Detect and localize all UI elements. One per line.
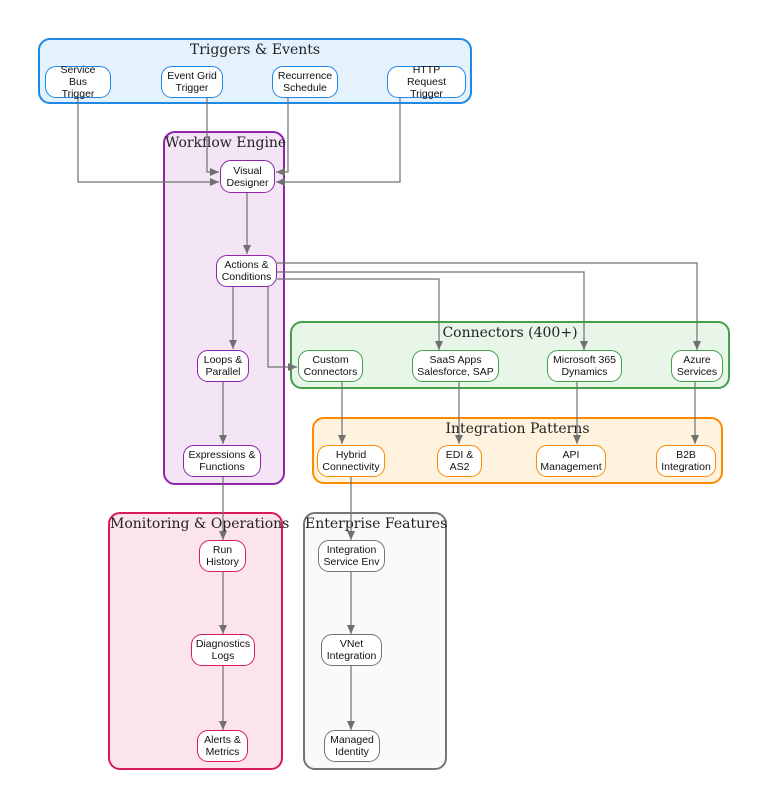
node-actions-conditions[interactable]: Actions & Conditions [216, 255, 277, 287]
node-hybrid-connectivity[interactable]: Hybrid Connectivity [317, 445, 385, 477]
node-integration-service-env[interactable]: Integration Service Env [318, 540, 385, 572]
node-managed-identity[interactable]: Managed Identity [324, 730, 380, 762]
group-title-enterprise: Enterprise Features [305, 516, 448, 532]
node-diagnostics-logs[interactable]: Diagnostics Logs [191, 634, 255, 666]
node-microsoft-365-dynamics[interactable]: Microsoft 365 Dynamics [547, 350, 622, 382]
node-run-history[interactable]: Run History [199, 540, 246, 572]
node-alerts-metrics[interactable]: Alerts & Metrics [197, 730, 248, 762]
edge-eventgrid-to-designer [206, 98, 219, 176]
node-api-management[interactable]: API Management [536, 445, 606, 477]
node-saas-apps[interactable]: SaaS Apps Salesforce, SAP [412, 350, 499, 382]
node-recurrence-schedule[interactable]: Recurrence Schedule [272, 66, 338, 98]
node-b2b-integration[interactable]: B2B Integration [656, 445, 716, 477]
node-service-bus-trigger[interactable]: Service Bus Trigger [45, 64, 111, 100]
edge-servicebus-to-designer [77, 98, 219, 186]
edge-actions-to-m365 [277, 271, 588, 350]
node-loops-parallel[interactable]: Loops & Parallel [197, 350, 249, 382]
node-azure-services[interactable]: Azure Services [671, 350, 723, 382]
group-title-workflow-engine: Workflow Engine [165, 135, 287, 151]
node-custom-connectors[interactable]: Custom Connectors [298, 350, 363, 382]
node-expressions-functions[interactable]: Expressions & Functions [183, 445, 261, 477]
node-event-grid-trigger[interactable]: Event Grid Trigger [161, 66, 223, 98]
edge-actions-to-azure [277, 262, 701, 350]
group-title-monitoring: Monitoring & Operations [110, 516, 290, 532]
node-edi-as2[interactable]: EDI & AS2 [437, 445, 482, 477]
group-title-triggers: Triggers & Events [189, 42, 321, 58]
edge-actions-to-saas [277, 278, 443, 350]
edge-actions-to-custom [267, 286, 297, 371]
group-title-connectors: Connectors (400+) [442, 325, 578, 341]
node-visual-designer[interactable]: Visual Designer [220, 160, 275, 193]
edge-http-to-designer [276, 98, 401, 186]
node-vnet-integration[interactable]: VNet Integration [321, 634, 382, 666]
node-http-request-trigger[interactable]: HTTP Request Trigger [387, 64, 466, 100]
group-title-integration-patterns: Integration Patterns [445, 421, 590, 437]
edge-recurrence-to-designer [276, 98, 289, 176]
group-connectors: Connectors (400+) [290, 321, 730, 389]
